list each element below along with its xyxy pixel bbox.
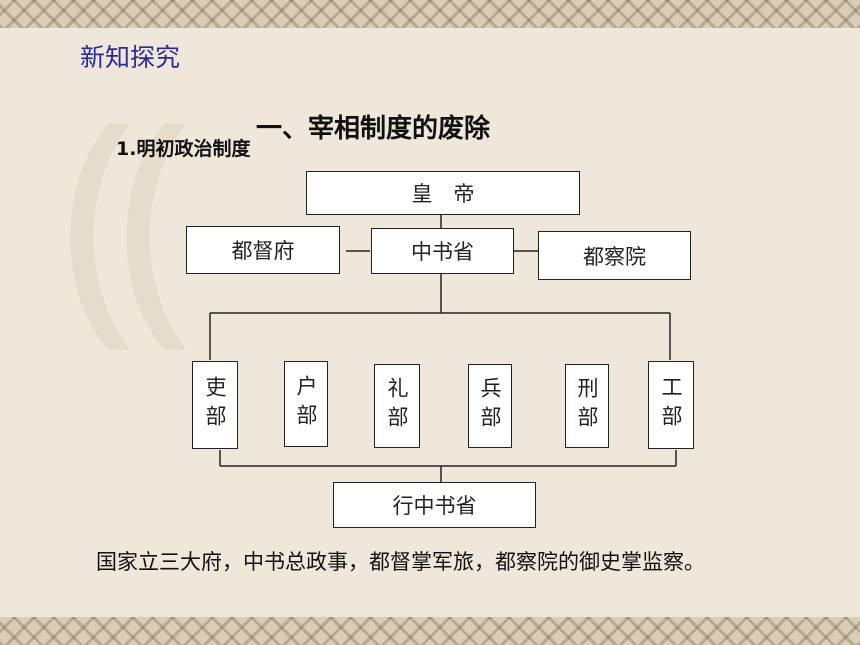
ministry-rites-box: 礼部: [374, 364, 420, 448]
ministry-works-box: 工部: [648, 361, 694, 449]
ministry-justice-box: 刑部: [565, 364, 609, 448]
background-watermark: ⸨: [60, 69, 193, 371]
provincial-secretariat-box: 行中书省: [333, 482, 536, 528]
bottom-decorative-border: [0, 617, 860, 645]
censorate-box: 都察院: [538, 231, 691, 280]
top-decorative-border: [0, 0, 860, 28]
ministry-revenue-box: 户部: [284, 361, 328, 447]
sub-title: 1.明初政治制度: [116, 138, 251, 160]
main-title: 一、宰相制度的废除: [256, 114, 491, 144]
military-commission-box: 都督府: [186, 226, 340, 274]
secretariat-box: 中书省: [371, 228, 514, 274]
section-title: 新知探究: [80, 43, 181, 72]
ministry-war-box: 兵部: [468, 364, 512, 448]
summary-text: 国家立三大府，中书总政事，都督掌军旅，都察院的御史掌监察。: [96, 550, 705, 574]
ministry-personnel-box: 吏部: [192, 361, 238, 449]
emperor-box: 皇 帝: [306, 171, 580, 215]
